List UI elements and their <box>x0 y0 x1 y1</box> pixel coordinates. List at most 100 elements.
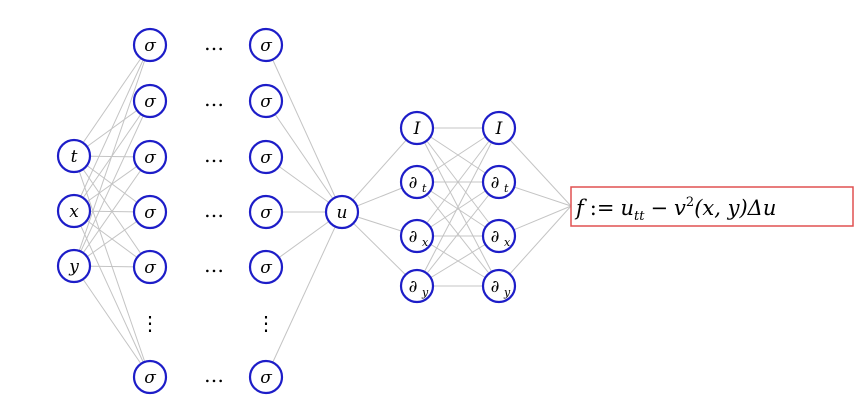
input-node-y: y <box>56 248 92 284</box>
hidden1-node-1-circle <box>132 83 168 119</box>
hidden1-node-2-label: σ <box>144 148 156 168</box>
hidden1-node-3: σ <box>132 194 168 230</box>
hidden1-node-5: σ <box>132 359 168 395</box>
input-node-t: t <box>56 138 92 174</box>
hidden2-node-3-circle <box>248 194 284 230</box>
operator-identity-col2: I <box>481 110 517 146</box>
operator-identity-col2-label: I <box>495 119 503 139</box>
input-node-t-circle <box>56 138 92 174</box>
operator-dt-col1: ∂t <box>399 164 435 200</box>
hidden1-node-0: σ <box>132 27 168 63</box>
hidden1-node-0-circle <box>132 27 168 63</box>
operator-identity-col1: I <box>399 110 435 146</box>
operator-dt-col2-circle <box>481 164 517 200</box>
edge-operator-operator <box>416 127 500 287</box>
hidden2-node-0-circle <box>248 27 284 63</box>
operator-identity-col2-circle <box>481 110 517 146</box>
hidden2-node-0: σ <box>248 27 284 63</box>
edge-operator-operator <box>416 181 500 287</box>
edge-output-operator <box>341 211 418 287</box>
edge-operator-operator <box>416 127 500 237</box>
hidden1-node-4-circle <box>132 249 168 285</box>
operator-dy-col2-circle <box>481 268 517 304</box>
edge-input-hidden <box>73 44 151 267</box>
edge-input-hidden <box>73 100 151 267</box>
input-node-y-circle <box>56 248 92 284</box>
formula: f:=utt−v2(x, y)Δu <box>570 186 854 227</box>
operator-dt-col2-label: ∂ <box>491 173 500 193</box>
operator-dy-col1: ∂y <box>399 268 435 304</box>
operator-dt-col2-subscript: t <box>504 182 509 195</box>
output-node-u-label: u <box>337 203 348 223</box>
output-node-u: u <box>324 194 360 230</box>
operator-dy-col1-subscript: y <box>421 286 429 299</box>
edge-operator-formula <box>498 127 572 207</box>
vertical-ellipsis: ⋮ <box>140 311 160 335</box>
operator-dx-col2-subscript: x <box>504 236 511 249</box>
hidden2-node-5-circle <box>248 359 284 395</box>
edge-input-hidden <box>73 210 151 378</box>
horizontal-ellipsis: … <box>204 253 224 277</box>
formula-box <box>570 186 854 227</box>
hidden2-node-2-label: σ <box>260 148 272 168</box>
operator-dx-col1-subscript: x <box>422 236 429 249</box>
edge-hidden-output <box>265 44 343 213</box>
hidden2-node-1-circle <box>248 83 284 119</box>
hidden1-node-4-label: σ <box>144 258 156 278</box>
hidden2-node-3: σ <box>248 194 284 230</box>
hidden1-node-2-circle <box>132 139 168 175</box>
operator-dx-col2-circle <box>481 218 517 254</box>
formula-expression: f:=utt−v2(x, y)Δu <box>574 195 776 224</box>
operator-dt-col2: ∂t <box>481 164 517 200</box>
operator-dx-col1-circle <box>399 218 435 254</box>
hidden2-node-5: σ <box>248 359 284 395</box>
horizontal-ellipsis: … <box>204 143 224 167</box>
edge-input-hidden <box>73 44 151 157</box>
edge-input-hidden <box>73 156 151 267</box>
hidden2-node-1: σ <box>248 83 284 119</box>
operator-dx-col1: ∂x <box>399 218 435 254</box>
hidden1-node-1: σ <box>132 83 168 119</box>
operator-dy-col1-label: ∂ <box>409 277 418 297</box>
hidden1-node-5-circle <box>132 359 168 395</box>
hidden2-node-2: σ <box>248 139 284 175</box>
edge-output-operator <box>341 127 418 213</box>
horizontal-ellipsis: … <box>204 363 224 387</box>
operator-dy-col1-circle <box>399 268 435 304</box>
vertical-ellipsis: ⋮ <box>256 311 276 335</box>
hidden1-node-2: σ <box>132 139 168 175</box>
operator-dx-col1-label: ∂ <box>409 227 418 247</box>
input-node-x-label: x <box>69 202 79 222</box>
hidden2-node-2-circle <box>248 139 284 175</box>
hidden2-node-4-circle <box>248 249 284 285</box>
operator-dy-col2-subscript: y <box>503 286 511 299</box>
hidden2-node-0-label: σ <box>260 36 272 56</box>
hidden1-node-1-label: σ <box>144 92 156 112</box>
operator-dx-col2-label: ∂ <box>491 227 500 247</box>
edge-input-hidden <box>73 265 151 378</box>
horizontal-ellipsis: … <box>204 87 224 111</box>
operator-dt-col1-subscript: t <box>422 182 427 195</box>
hidden2-node-4: σ <box>248 249 284 285</box>
edge-hidden-output <box>265 100 343 213</box>
edge-operator-formula <box>498 205 572 287</box>
input-node-x: x <box>56 193 92 229</box>
edge-hidden-output <box>265 211 343 378</box>
horizontal-ellipsis: … <box>204 198 224 222</box>
hidden2-node-3-label: σ <box>260 203 272 223</box>
output-node-u-circle <box>324 194 360 230</box>
horizontal-ellipsis: … <box>204 31 224 55</box>
edge-input-hidden <box>73 44 151 212</box>
operator-dt-col1-label: ∂ <box>409 173 418 193</box>
input-node-t-label: t <box>71 147 78 167</box>
operator-dy-col2-label: ∂ <box>491 277 500 297</box>
input-node-x-circle <box>56 193 92 229</box>
hidden1-node-3-circle <box>132 194 168 230</box>
hidden1-node-3-label: σ <box>144 203 156 223</box>
hidden1-node-0-label: σ <box>144 36 156 56</box>
input-node-y-label: y <box>68 257 79 277</box>
operator-dt-col1-circle <box>399 164 435 200</box>
